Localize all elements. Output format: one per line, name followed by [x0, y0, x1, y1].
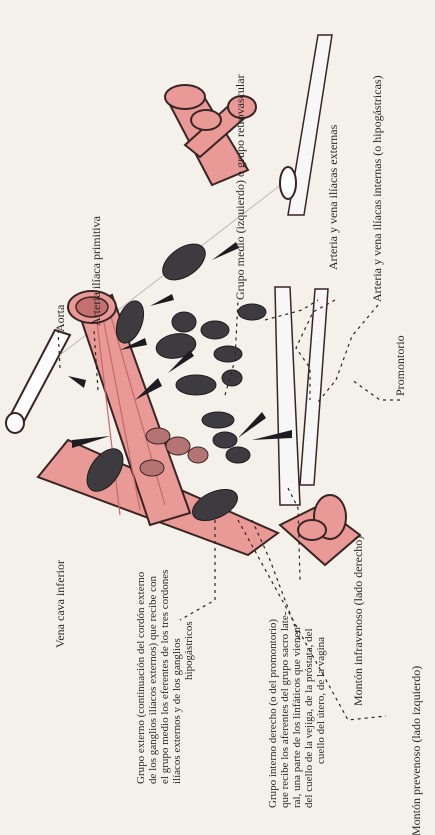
- label-grupo-externo: Grupo externo (continuación del cordón e…: [135, 570, 195, 784]
- label-grupo-externo-line-3: el grupo medio los eferentes de los tres…: [159, 570, 171, 784]
- node: [172, 312, 196, 332]
- label-grupo-externo-line-1: Grupo externo (continuación del cordón e…: [135, 571, 147, 784]
- label-grupo-interno-line-1: Grupo interno derecho (o del promontorio…: [267, 619, 279, 808]
- label-grupo-interno-line-3: ral, una parte de los linfáticos que vie…: [291, 627, 303, 808]
- label-monton-infravenoso: Montón infravenoso (lado derecho): [351, 536, 365, 706]
- label-grupo-interno-line-5: cuello del útero, de la vagina: [315, 637, 327, 764]
- label-aorta: Aorta: [53, 304, 67, 332]
- label-arteria-vena-iliacas-internas: Arteria y vena ilíacas internas (o hipog…: [370, 75, 384, 302]
- node: [226, 447, 250, 463]
- arrow-icon: [238, 412, 266, 438]
- label-grupo-interno-line-4: del cuello de la vejiga, de la próstata,…: [303, 628, 315, 808]
- node: [213, 432, 237, 448]
- hatched-node: [140, 460, 164, 476]
- arrow-icon: [68, 376, 86, 388]
- label-grupo-externo-line-5: hipogástricos: [183, 621, 195, 680]
- hatched-node: [166, 437, 190, 455]
- arrow-icon: [150, 294, 174, 306]
- node: [214, 346, 242, 362]
- right-iliac-arteries: [165, 85, 296, 199]
- hatched-node: [146, 428, 170, 444]
- node: [176, 375, 216, 395]
- anatomy-illustration: [6, 35, 360, 565]
- label-grupo-medio: Grupo medio (izquierdo) o grupo retrovas…: [233, 74, 247, 300]
- aorta-vessel: [38, 291, 278, 555]
- label-arteria-iliaca-primitiva: Arteria ilíaca primitiva: [89, 215, 103, 326]
- node: [238, 304, 266, 320]
- label-vena-cava-inferior: Vena cava inferior: [53, 560, 67, 648]
- label-grupo-externo-line-2: de los ganglios ilíacos externos) que re…: [147, 575, 159, 784]
- label-promontorio: Promontorio: [393, 335, 407, 396]
- hatched-node: [188, 447, 208, 463]
- label-grupo-externo-line-4: ilíacos externos y de los ganglios: [171, 638, 183, 784]
- node: [201, 321, 229, 339]
- vena-cava-inferior-vessel: [6, 170, 300, 433]
- label-grupo-interno-line-2: que recibe los aferentes del grupo sacro…: [279, 611, 291, 808]
- node: [202, 412, 234, 428]
- label-arteria-vena-iliacas-externas: Arteria y vena ilíacas externas: [326, 124, 340, 270]
- label-monton-prevenoso: Montón prevenoso (lado izquierdo): [409, 666, 423, 835]
- label-grupo-interno: Grupo interno derecho (o del promontorio…: [267, 611, 327, 808]
